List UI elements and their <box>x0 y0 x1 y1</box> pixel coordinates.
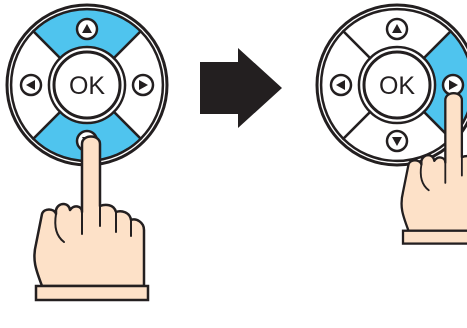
right-arrow-icon <box>200 48 282 128</box>
ok-button[interactable]: OK <box>364 52 430 118</box>
ok-label: OK <box>379 72 415 100</box>
left-arrow-icon <box>21 75 41 95</box>
right-arrow-icon <box>133 75 153 95</box>
right-arrow-icon <box>443 75 463 95</box>
down-arrow-icon <box>387 131 407 151</box>
ok-label: OK <box>69 72 105 100</box>
ok-button[interactable]: OK <box>54 52 120 118</box>
up-arrow-icon <box>77 19 97 39</box>
up-arrow-icon <box>387 19 407 39</box>
pointing-hand-icon <box>34 137 148 301</box>
left-arrow-icon <box>331 75 351 95</box>
